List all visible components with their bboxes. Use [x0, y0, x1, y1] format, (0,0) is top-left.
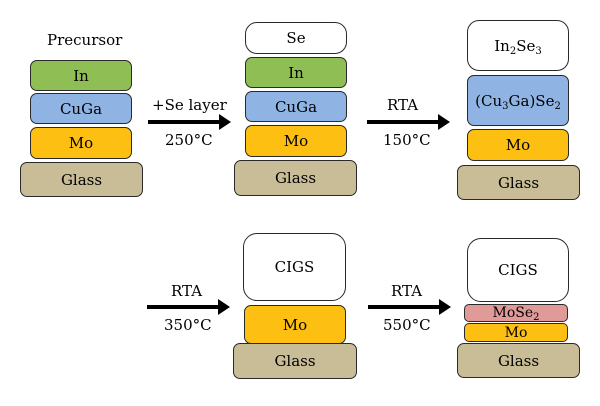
- process-arrow-3: [147, 299, 230, 315]
- glass-substrate: Glass: [457, 343, 580, 378]
- cuga-layer: CuGa: [245, 91, 347, 122]
- mo-layer: Mo: [30, 127, 132, 159]
- process-arrow-2: [367, 114, 450, 130]
- step4-label: RTA: [391, 282, 423, 300]
- step3-label: RTA: [171, 282, 203, 300]
- in-layer: In: [245, 57, 347, 88]
- se-layer: Se: [245, 22, 347, 54]
- mo-layer: Mo: [244, 305, 346, 344]
- precursor-title: Precursor: [47, 31, 123, 49]
- step3-temperature: 350°C: [164, 316, 212, 334]
- step1-label: +Se layer: [152, 96, 227, 114]
- cuga-layer: CuGa: [30, 93, 132, 124]
- in2se3-layer: In2Se3: [467, 20, 569, 71]
- process-arrow-1: [148, 114, 231, 130]
- cu3gase2-formula: (Cu3Ga)Se2: [475, 91, 561, 112]
- mo-layer: Mo: [245, 125, 347, 157]
- process-arrow-4: [368, 299, 451, 315]
- cu3gase2-layer: (Cu3Ga)Se2: [467, 75, 569, 126]
- glass-substrate: Glass: [234, 160, 357, 196]
- mo-layer: Mo: [464, 323, 568, 342]
- in-layer: In: [30, 60, 132, 91]
- mo-layer: Mo: [467, 129, 569, 161]
- cigs-layer: CIGS: [243, 233, 346, 301]
- glass-substrate: Glass: [233, 343, 357, 379]
- mose2-layer: MoSe2: [464, 304, 568, 323]
- step2-temperature: 150°C: [383, 131, 431, 149]
- glass-substrate: Glass: [457, 165, 580, 200]
- step1-temperature: 250°C: [165, 131, 213, 149]
- cigs-layer: CIGS: [467, 238, 569, 302]
- step2-label: RTA: [387, 96, 419, 114]
- step4-temperature: 550°C: [383, 316, 431, 334]
- glass-substrate: Glass: [20, 162, 143, 197]
- mose2-formula: MoSe2: [492, 305, 540, 323]
- in2se3-formula: In2Se3: [494, 36, 542, 57]
